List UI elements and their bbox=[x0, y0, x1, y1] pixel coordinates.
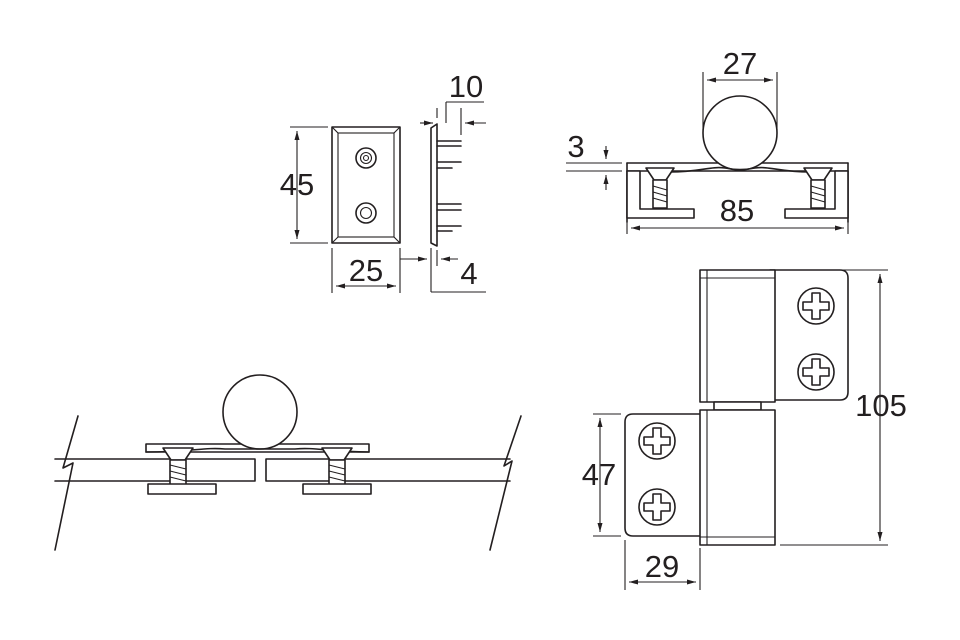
phillips-screw-lower-2 bbox=[638, 488, 676, 526]
installed-screw-right bbox=[321, 447, 353, 487]
installed-section-view bbox=[54, 374, 522, 551]
nut-plate-right bbox=[302, 483, 372, 495]
top-section-view: 27 3 85 bbox=[566, 46, 849, 234]
dim-label-47: 47 bbox=[582, 457, 616, 492]
side-profile-view: 10 4 bbox=[400, 69, 486, 293]
lower-leaf bbox=[624, 413, 706, 537]
knuckle-lower bbox=[699, 409, 776, 546]
dim-label-10: 10 bbox=[449, 69, 483, 104]
knuckle-upper bbox=[699, 269, 776, 403]
phillips-screw-lower-1 bbox=[638, 422, 676, 460]
plate-bevel bbox=[337, 132, 395, 238]
installed-knuckle bbox=[222, 374, 298, 450]
dim-label-3: 3 bbox=[567, 129, 584, 164]
left-base-block bbox=[626, 170, 695, 219]
phillips-screw-upper-2 bbox=[797, 353, 835, 391]
plate-outline bbox=[331, 126, 401, 244]
screw-left bbox=[645, 167, 675, 209]
profile-plate bbox=[430, 123, 438, 247]
screw-right bbox=[803, 167, 833, 209]
knuckle-circle bbox=[702, 95, 778, 171]
hinge-elevation-view: 105 47 29 bbox=[582, 269, 907, 590]
plate-hole-bottom bbox=[355, 202, 377, 224]
dim-label-27: 27 bbox=[723, 46, 757, 81]
dim-label-4: 4 bbox=[460, 256, 477, 291]
dim-label-45: 45 bbox=[280, 167, 314, 202]
right-base-block bbox=[784, 170, 849, 219]
dim-label-85: 85 bbox=[720, 193, 754, 228]
dim-label-29: 29 bbox=[645, 549, 679, 584]
plate-hole-top bbox=[355, 147, 377, 169]
nut-plate-left bbox=[147, 483, 217, 495]
phillips-screw-upper-1 bbox=[797, 287, 835, 325]
dim-label-105: 105 bbox=[855, 388, 907, 423]
front-plate-view: 45 25 bbox=[280, 126, 401, 293]
dim-label-25: 25 bbox=[349, 253, 383, 288]
